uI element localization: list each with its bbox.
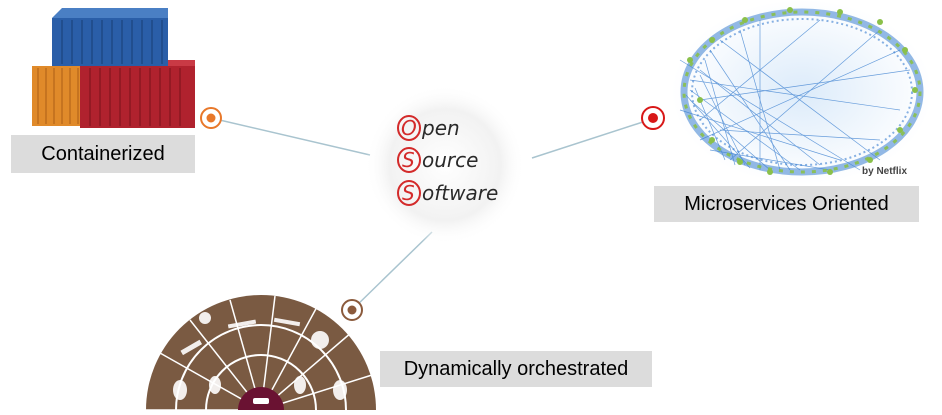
oss-letter-o: O	[401, 116, 417, 140]
oss-word-open: pen	[421, 116, 460, 140]
connector-microservices	[531, 118, 653, 159]
shipping-containers-image	[32, 8, 195, 128]
oss-letter-s1: S	[402, 148, 415, 172]
microservices-network-graph	[672, 0, 932, 184]
containerized-label: Containerized	[11, 135, 195, 173]
connector-orchestrated	[351, 231, 433, 311]
oss-letter-s2: S	[402, 181, 415, 205]
letter-circles	[397, 115, 421, 206]
oss-word-source: ource	[422, 148, 478, 172]
netflix-credit: by Netflix	[862, 166, 908, 177]
orchestrated-marker	[341, 299, 363, 321]
dynamically-orchestrated-label: Dynamically orchestrated	[380, 351, 652, 387]
oss-word-software: oftware	[422, 181, 498, 205]
open-source-software-graphic: O pen S ource S oftware	[365, 85, 525, 245]
microservices-marker	[641, 106, 665, 130]
orchestra-seating-image	[146, 295, 376, 411]
connector-lines	[210, 117, 653, 311]
connector-containerized	[210, 117, 371, 156]
containerized-marker	[200, 107, 222, 129]
microservices-oriented-label: Microservices Oriented	[654, 186, 919, 222]
